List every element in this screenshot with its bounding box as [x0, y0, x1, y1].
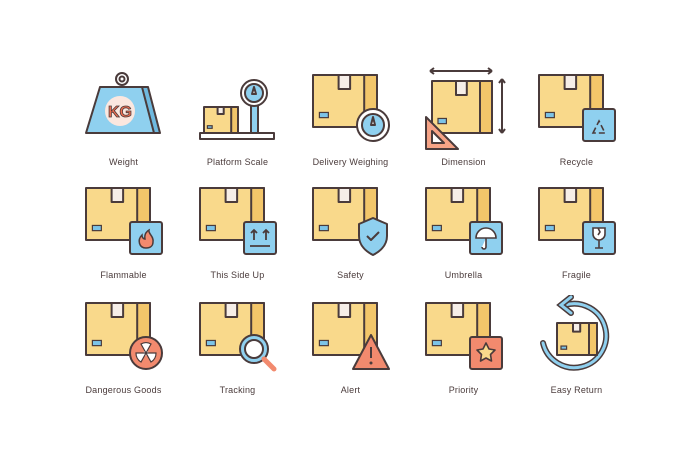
alert-triangle-icon: [311, 302, 390, 370]
icon-tile-umbrella: Umbrella: [407, 180, 520, 280]
icon-label: Weight: [108, 157, 139, 167]
icon-tile-weight: KG Weight: [67, 67, 180, 167]
flammable-icon: [84, 187, 163, 255]
icon-label: Tracking: [219, 385, 256, 395]
icon-tile-flammable: Flammable: [67, 180, 180, 280]
icon-tile-dangerous-goods: Dangerous Goods: [67, 295, 180, 395]
icon-label: Alert: [340, 385, 361, 395]
icon-tile-tracking: Tracking: [181, 295, 294, 395]
icon-tile-platform-scale: Platform Scale: [181, 67, 294, 167]
dimension-icon: [424, 67, 506, 150]
icon-tile-safety: Safety: [294, 180, 407, 280]
recycle-icon: [537, 74, 616, 142]
icon-label: Dangerous Goods: [85, 385, 162, 395]
this-side-up-icon: [198, 187, 277, 255]
icon-label: Dimension: [441, 157, 486, 167]
icon-label: Recycle: [559, 157, 594, 167]
icon-label: This Side Up: [210, 270, 265, 280]
icon-tile-priority: Priority: [407, 295, 520, 395]
dangerous-goods-icon: [84, 302, 163, 370]
icon-tile-delivery-weighing: Delivery Weighing: [294, 67, 407, 167]
icon-label: Priority: [448, 385, 479, 395]
icon-label: Flammable: [100, 270, 147, 280]
icon-tile-dimension: Dimension: [407, 67, 520, 167]
icon-label: Easy Return: [550, 385, 603, 395]
icon-tile-recycle: Recycle: [520, 67, 633, 167]
priority-star-icon: [424, 302, 503, 370]
tracking-magnifier-icon: [198, 302, 276, 372]
icon-label: Platform Scale: [206, 157, 269, 167]
fragile-glass-icon: [537, 187, 616, 255]
icon-label: Safety: [337, 270, 364, 280]
icon-tile-fragile: Fragile: [520, 180, 633, 280]
icon-tile-this-side-up: This Side Up: [181, 180, 294, 280]
icon-label: Umbrella: [444, 270, 483, 280]
svg-text:KG: KG: [108, 104, 132, 121]
icon-label: Delivery Weighing: [312, 157, 389, 167]
delivery-weighing-icon: [311, 74, 390, 142]
icon-tile-easy-return: Easy Return: [520, 295, 633, 395]
icon-label: Fragile: [562, 270, 591, 280]
icon-tile-alert: Alert: [294, 295, 407, 395]
kg-weight-icon: KG: [84, 72, 161, 134]
easy-return-icon: [539, 295, 609, 371]
safety-shield-icon: [311, 187, 388, 256]
umbrella-icon: [424, 187, 503, 255]
platform-scale-icon: [198, 79, 275, 140]
